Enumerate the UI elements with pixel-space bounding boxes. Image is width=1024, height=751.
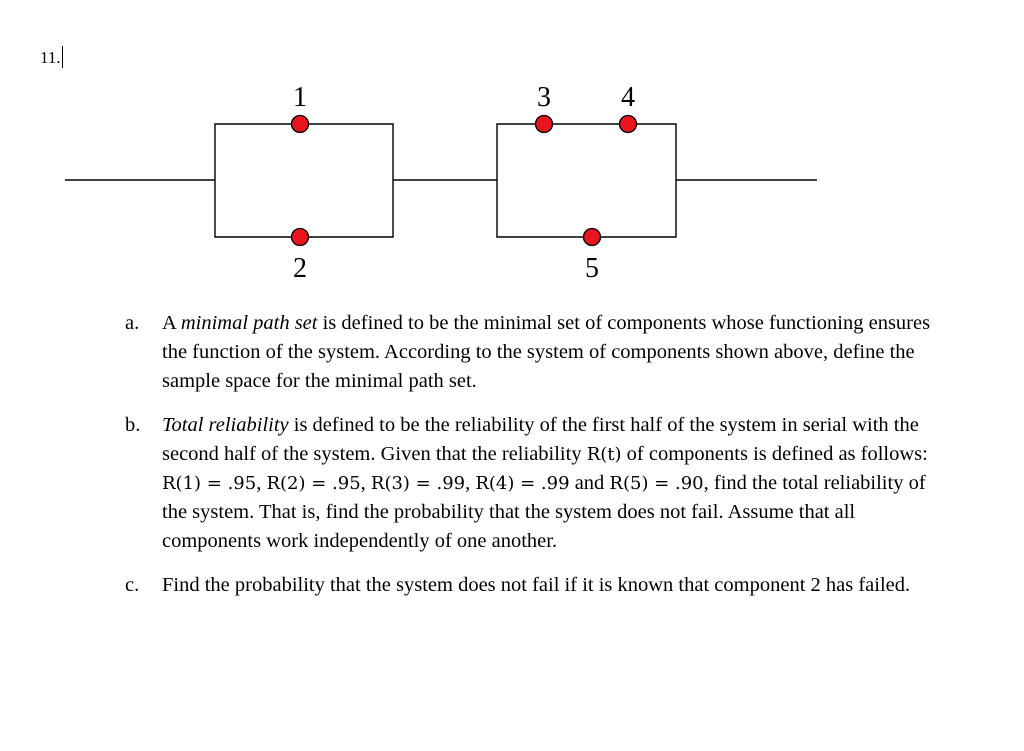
text-cursor [61,46,63,68]
reliability-system-diagram: 1 2 3 4 5 [65,82,817,284]
math-r5: R(5) = .90 [609,473,704,494]
component-5-node [582,227,602,247]
block2-top-wire [496,123,677,180]
component-1-node [290,114,310,134]
term-total-reliability: Total reliability [162,414,289,436]
component-3-label: 3 [537,82,551,113]
part-a: a. A minimal path set is defined to be t… [125,309,955,396]
part-b: b. Total reliability is defined to be th… [125,411,955,556]
component-2-node [290,227,310,247]
block2-bottom-wire [496,180,677,238]
part-c: c. Find the probability that the system … [125,571,955,600]
component-5-label: 5 [585,253,599,284]
component-3-node [534,114,554,134]
math-r4: R(4) = .99 [475,473,570,494]
part-c-marker: c. [125,574,140,596]
question-parts: a. A minimal path set is defined to be t… [125,309,955,600]
component-4-node [618,114,638,134]
component-1-label: 1 [293,82,307,113]
component-4-label: 4 [621,82,635,113]
block1-top-wire [214,123,394,180]
math-r2: R(2) = .95 [266,473,361,494]
math-r1: R(1) = .95 [162,473,257,494]
component-2-label: 2 [293,253,307,284]
question-number: 11. [40,46,63,68]
math-r-t: R(t) [586,444,622,465]
part-a-marker: a. [125,312,140,334]
term-minimal-path-set: minimal path set [180,312,318,334]
block1-bottom-wire [214,180,394,238]
math-r3: R(3) = .99 [370,473,466,494]
part-b-marker: b. [125,414,141,436]
